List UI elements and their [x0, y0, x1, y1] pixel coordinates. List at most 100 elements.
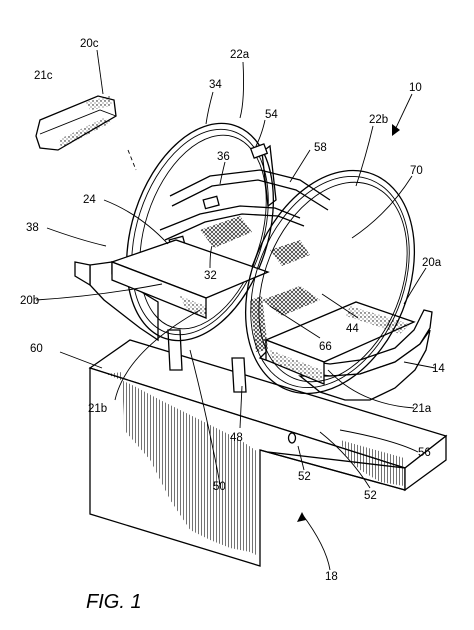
leg-left: [167, 329, 183, 371]
label-70: 70: [410, 165, 423, 177]
frame-top-bar: [169, 169, 331, 201]
label-38: 38: [26, 222, 39, 234]
base-edge: [259, 449, 406, 491]
cushion-20c-stipple: [58, 118, 112, 148]
label-44: 44: [346, 323, 359, 335]
leader-21b: [114, 309, 201, 401]
leader-21a: [327, 369, 415, 409]
leader-20b: [35, 283, 163, 301]
frame-bar-24b: [164, 213, 305, 241]
cushion-20c-edge: [39, 109, 117, 135]
label-66: 66: [319, 341, 332, 353]
reference-labels: 20c 21c 22a 10 34 22b 54 58 36 70 24 38 …: [20, 38, 445, 583]
label-14: 14: [432, 363, 445, 375]
label-10: 10: [409, 82, 422, 94]
label-56: 56: [418, 447, 431, 459]
label-32: 32: [204, 270, 217, 282]
figure-caption: FIG. 1: [86, 591, 142, 613]
leader-58: [289, 149, 311, 183]
label-60: 60: [30, 343, 43, 355]
label-24: 24: [83, 194, 96, 206]
base-stand: [88, 339, 448, 567]
cushion-20c-body: [35, 95, 117, 151]
leader-70: [351, 175, 413, 239]
leader-36: [219, 161, 226, 185]
cushion-20b-front: [111, 261, 207, 319]
label-54: 54: [265, 109, 278, 121]
frame-top-bar-2: [171, 179, 329, 211]
ring-right-inner: [250, 175, 410, 389]
leader-22a: [239, 61, 245, 119]
leader-38: [46, 227, 107, 247]
label-36: 36: [217, 151, 230, 163]
leader-66: [269, 305, 321, 339]
ring-left-outer: [125, 122, 275, 342]
label-20a: 20a: [422, 257, 442, 269]
cushion-20a-stipple-top: [346, 306, 410, 334]
label-50: 50: [213, 481, 226, 493]
cushion-20a-stipple: [270, 350, 322, 382]
leader-32: [209, 245, 213, 269]
leader-56: [339, 429, 419, 453]
label-22b: 22b: [369, 114, 388, 126]
leader-24: [103, 199, 169, 245]
label-52-left: 52: [298, 471, 311, 483]
clip-54: [249, 143, 269, 159]
slot-52: [287, 432, 297, 444]
leader-18: [301, 513, 331, 571]
trough-left-flange: [74, 261, 91, 287]
cushion-20b: [110, 239, 270, 319]
cushion-20a: [262, 286, 416, 385]
leader-10: [393, 93, 413, 133]
leader-22b: [355, 125, 374, 187]
arrowhead-18: [297, 512, 306, 522]
leader-lines: [35, 49, 436, 571]
leg-mid: [231, 357, 247, 393]
base-shading-right: [340, 440, 404, 486]
ring-right-inner2: [258, 181, 408, 383]
ring-mesh-44: [250, 296, 268, 352]
frame-bar-24: [159, 205, 301, 231]
cushion-20c-stipple-top: [86, 96, 112, 110]
leader-20a: [403, 267, 427, 305]
label-20b: 20b: [20, 295, 39, 307]
ring-left-inner: [131, 128, 269, 336]
leader-52b: [319, 431, 371, 489]
mesh-band-upper: [270, 240, 310, 266]
arrowhead-10: [392, 124, 400, 136]
label-21c: 21c: [34, 70, 53, 82]
ring-right-outer: [244, 169, 416, 395]
ring-22b: [244, 169, 416, 395]
leader-52a: [297, 445, 305, 471]
cushion-20b-stipple: [180, 296, 206, 316]
label-20c: 20c: [80, 38, 99, 50]
leader-14: [403, 361, 436, 369]
leader-44: [321, 293, 359, 319]
leader-20c: [96, 49, 104, 95]
base-side-face: [404, 434, 447, 492]
label-22a: 22a: [230, 49, 250, 61]
leader-60: [59, 351, 103, 369]
leader-50: [189, 349, 221, 485]
label-21a: 21a: [412, 403, 432, 415]
leader-48: [239, 385, 243, 429]
clamp-54: [261, 144, 277, 208]
cushion-20c: [35, 95, 117, 151]
leader-54: [255, 119, 266, 147]
label-18: 18: [325, 571, 338, 583]
label-21b: 21b: [88, 403, 107, 415]
label-58: 58: [314, 142, 327, 154]
panel-58: [249, 143, 277, 208]
base-shading-left: [106, 372, 258, 556]
clip-36: [202, 195, 220, 210]
mesh-66: [262, 286, 320, 316]
label-48: 48: [230, 432, 243, 444]
label-52-right: 52: [364, 490, 377, 502]
cushion-20c-dash: [127, 149, 137, 171]
mesh-band-32: [200, 216, 252, 248]
label-34: 34: [209, 79, 222, 91]
rail-56: [267, 451, 406, 469]
leader-34: [205, 91, 214, 125]
